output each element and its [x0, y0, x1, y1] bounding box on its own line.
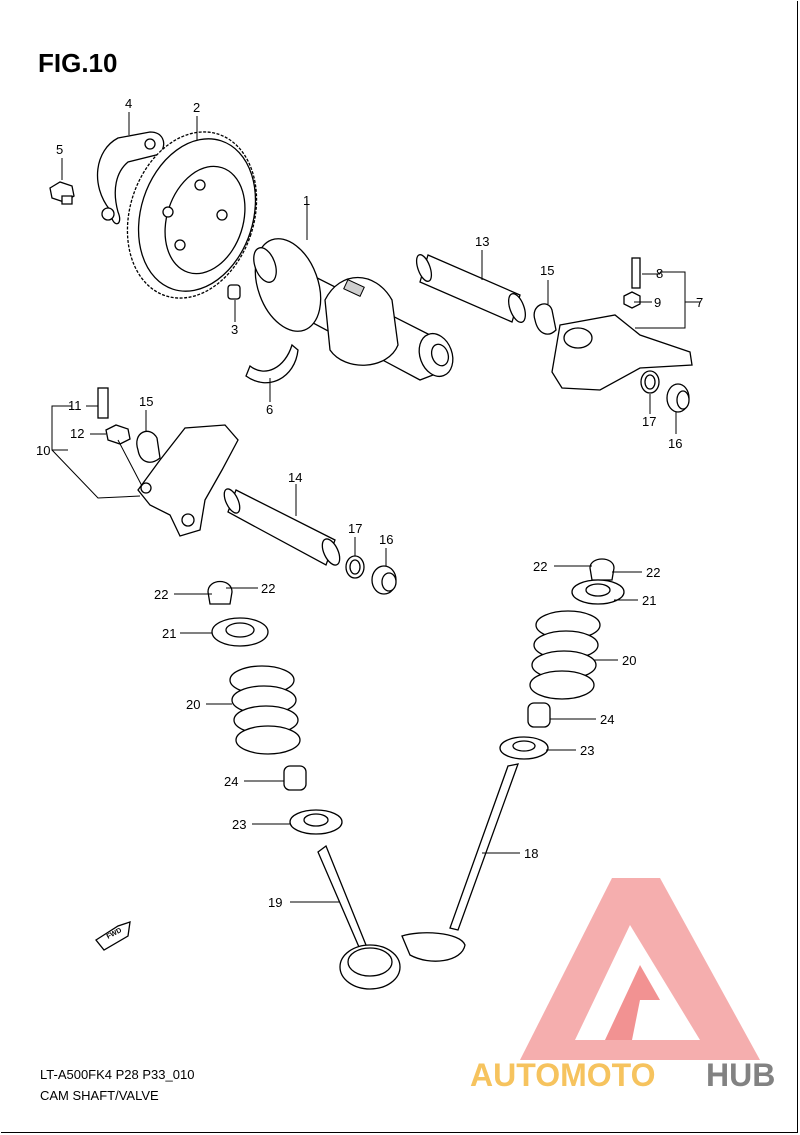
callout-16-upper: 16	[668, 436, 682, 451]
callout-15-upper: 15	[540, 263, 554, 278]
spring-retainer-right-part	[571, 579, 625, 605]
valve-spring-right-part	[529, 610, 601, 700]
valve-spring-left-part	[229, 665, 301, 755]
rocker-arm-lower-part	[97, 387, 239, 537]
section-name-label: CAM SHAFT/VALVE	[40, 1088, 159, 1103]
callout-10: 10	[36, 443, 50, 458]
callout-9: 9	[654, 295, 661, 310]
callout-15-lower: 15	[139, 394, 153, 409]
callout-23-right: 23	[580, 743, 594, 758]
callout-4: 4	[125, 96, 132, 111]
callout-22-right-b: 22	[646, 565, 660, 580]
leader-lines	[51, 112, 700, 903]
callout-20-right: 20	[622, 653, 636, 668]
stem-seal-right-part	[527, 702, 551, 728]
o-ring-upper-part	[640, 370, 660, 394]
plug-upper-part	[666, 383, 690, 413]
callout-12: 12	[70, 426, 84, 441]
callout-21-left: 21	[162, 626, 176, 641]
forward-direction-icon: FWD	[95, 921, 131, 951]
cotter-right-part	[589, 558, 615, 581]
retaining-plate-part	[96, 131, 165, 225]
watermark-triangle-accent-icon	[605, 965, 660, 1040]
camshaft-part	[253, 238, 454, 381]
callout-3: 3	[231, 322, 238, 337]
callout-23-left: 23	[232, 817, 246, 832]
intake-valve-part	[317, 844, 401, 990]
callout-21-right: 21	[642, 593, 656, 608]
watermark-brand-part2: HUB	[706, 1057, 775, 1093]
rocker-shaft-upper-part	[415, 254, 526, 323]
rocker-arm-upper-part	[551, 257, 693, 391]
callout-22-right-a: 22	[533, 559, 547, 574]
callout-1: 1	[303, 193, 310, 208]
dowel-pin-part	[227, 284, 241, 300]
callout-14: 14	[288, 470, 302, 485]
callout-7: 7	[696, 295, 703, 310]
callout-13: 13	[475, 234, 489, 249]
plug-lower-part	[371, 565, 397, 595]
thrust-washer-part	[245, 343, 299, 384]
callout-24-left: 24	[224, 774, 238, 789]
cam-sprocket-part	[126, 131, 258, 299]
callout-18: 18	[524, 846, 538, 861]
callout-5: 5	[56, 142, 63, 157]
callout-16-lower: 16	[379, 532, 393, 547]
figure-title: FIG.10	[38, 48, 118, 78]
spring-retainer-left-part	[211, 617, 269, 647]
cotter-left-part	[207, 580, 233, 605]
rocker-spring-lower-part	[136, 430, 161, 463]
callout-19: 19	[268, 895, 282, 910]
stem-seal-left-part	[283, 765, 307, 791]
callout-2: 2	[193, 100, 200, 115]
callout-24-right: 24	[600, 712, 614, 727]
spring-seat-right-part	[499, 736, 549, 760]
watermark-logo: AUTOMOTO HUB	[470, 878, 775, 1093]
bolt-part	[49, 181, 75, 205]
callout-8: 8	[656, 266, 663, 281]
rocker-shaft-lower-part	[223, 488, 341, 566]
callout-17-lower: 17	[348, 521, 362, 536]
callout-6: 6	[266, 402, 273, 417]
callout-11: 11	[68, 398, 82, 413]
callout-22-left-a: 22	[154, 587, 168, 602]
callout-22-left-b: 22	[261, 581, 275, 596]
rocker-spring-upper-part	[533, 303, 557, 335]
o-ring-lower-part	[345, 555, 365, 579]
callout-17-upper: 17	[642, 414, 656, 429]
watermark-brand-part1: AUTOMOTO	[470, 1057, 655, 1093]
callout-numbers: 5 4 2 1 3 6 13 15 8 9 7 17 16 11 12 10 1…	[36, 96, 703, 910]
model-code-label: LT-A500FK4 P28 P33_010	[40, 1067, 195, 1082]
callout-20-left: 20	[186, 697, 200, 712]
exhaust-valve-part	[401, 763, 520, 962]
spring-seat-left-part	[289, 809, 343, 835]
